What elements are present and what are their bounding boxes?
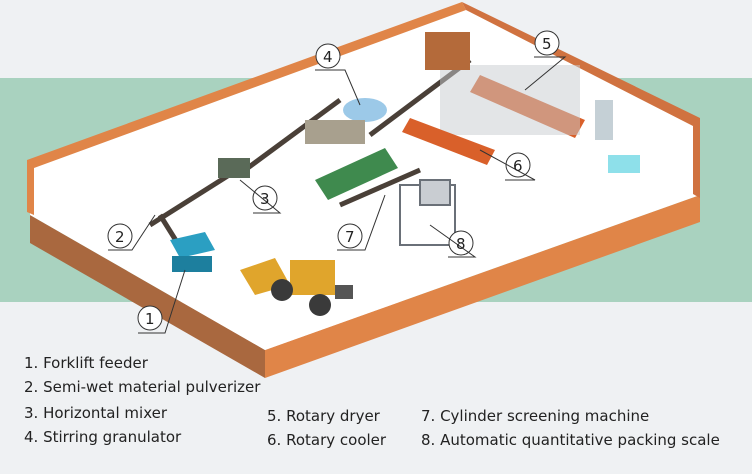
svg-text:7: 7 [345,228,355,246]
back-left-wall [27,2,466,215]
legend-item-3: 3. Horizontal mixer [24,404,168,422]
legend-item-6: 6. Rotary cooler [267,431,387,449]
rotary-dryer [425,32,640,173]
slab-left-face [30,215,265,378]
legend-item-4: 4. Stirring granulator [24,428,182,446]
stirring-granulator [305,98,387,144]
callout-4: 4 [315,43,361,106]
svg-text:6: 6 [513,157,523,175]
callout-5: 5 [524,30,567,91]
svg-text:8: 8 [456,235,466,253]
forklift-feeder [170,232,215,272]
legend-item-8: 8. Automatic quantitative packing scale [421,431,720,449]
callout-6: 6 [479,149,536,181]
legend-item-1: 1. Forklift feeder [24,354,148,372]
slab-right-face [265,195,700,378]
callout-8: 8 [429,224,477,258]
svg-text:5: 5 [542,35,552,53]
back-right-wall [462,2,700,198]
legend-item-7: 7. Cylinder screening machine [421,407,650,425]
svg-text:4: 4 [323,48,333,66]
callout-7: 7 [337,194,386,251]
cylinder-screening-machine [315,148,398,200]
callout-2: 2 [107,214,156,251]
legend-item-2: 2. Semi-wet material pulverizer [24,378,261,396]
packing-scale [399,179,456,246]
horizontal-mixer [218,158,250,178]
legend-item-5: 5. Rotary dryer [267,407,380,425]
svg-text:3: 3 [260,190,270,208]
svg-text:2: 2 [115,228,125,246]
svg-text:1: 1 [145,310,155,328]
wheel-loader [240,258,353,316]
rotary-cooler [402,118,495,165]
callout-1: 1 [137,269,186,334]
callout-3: 3 [239,179,282,214]
